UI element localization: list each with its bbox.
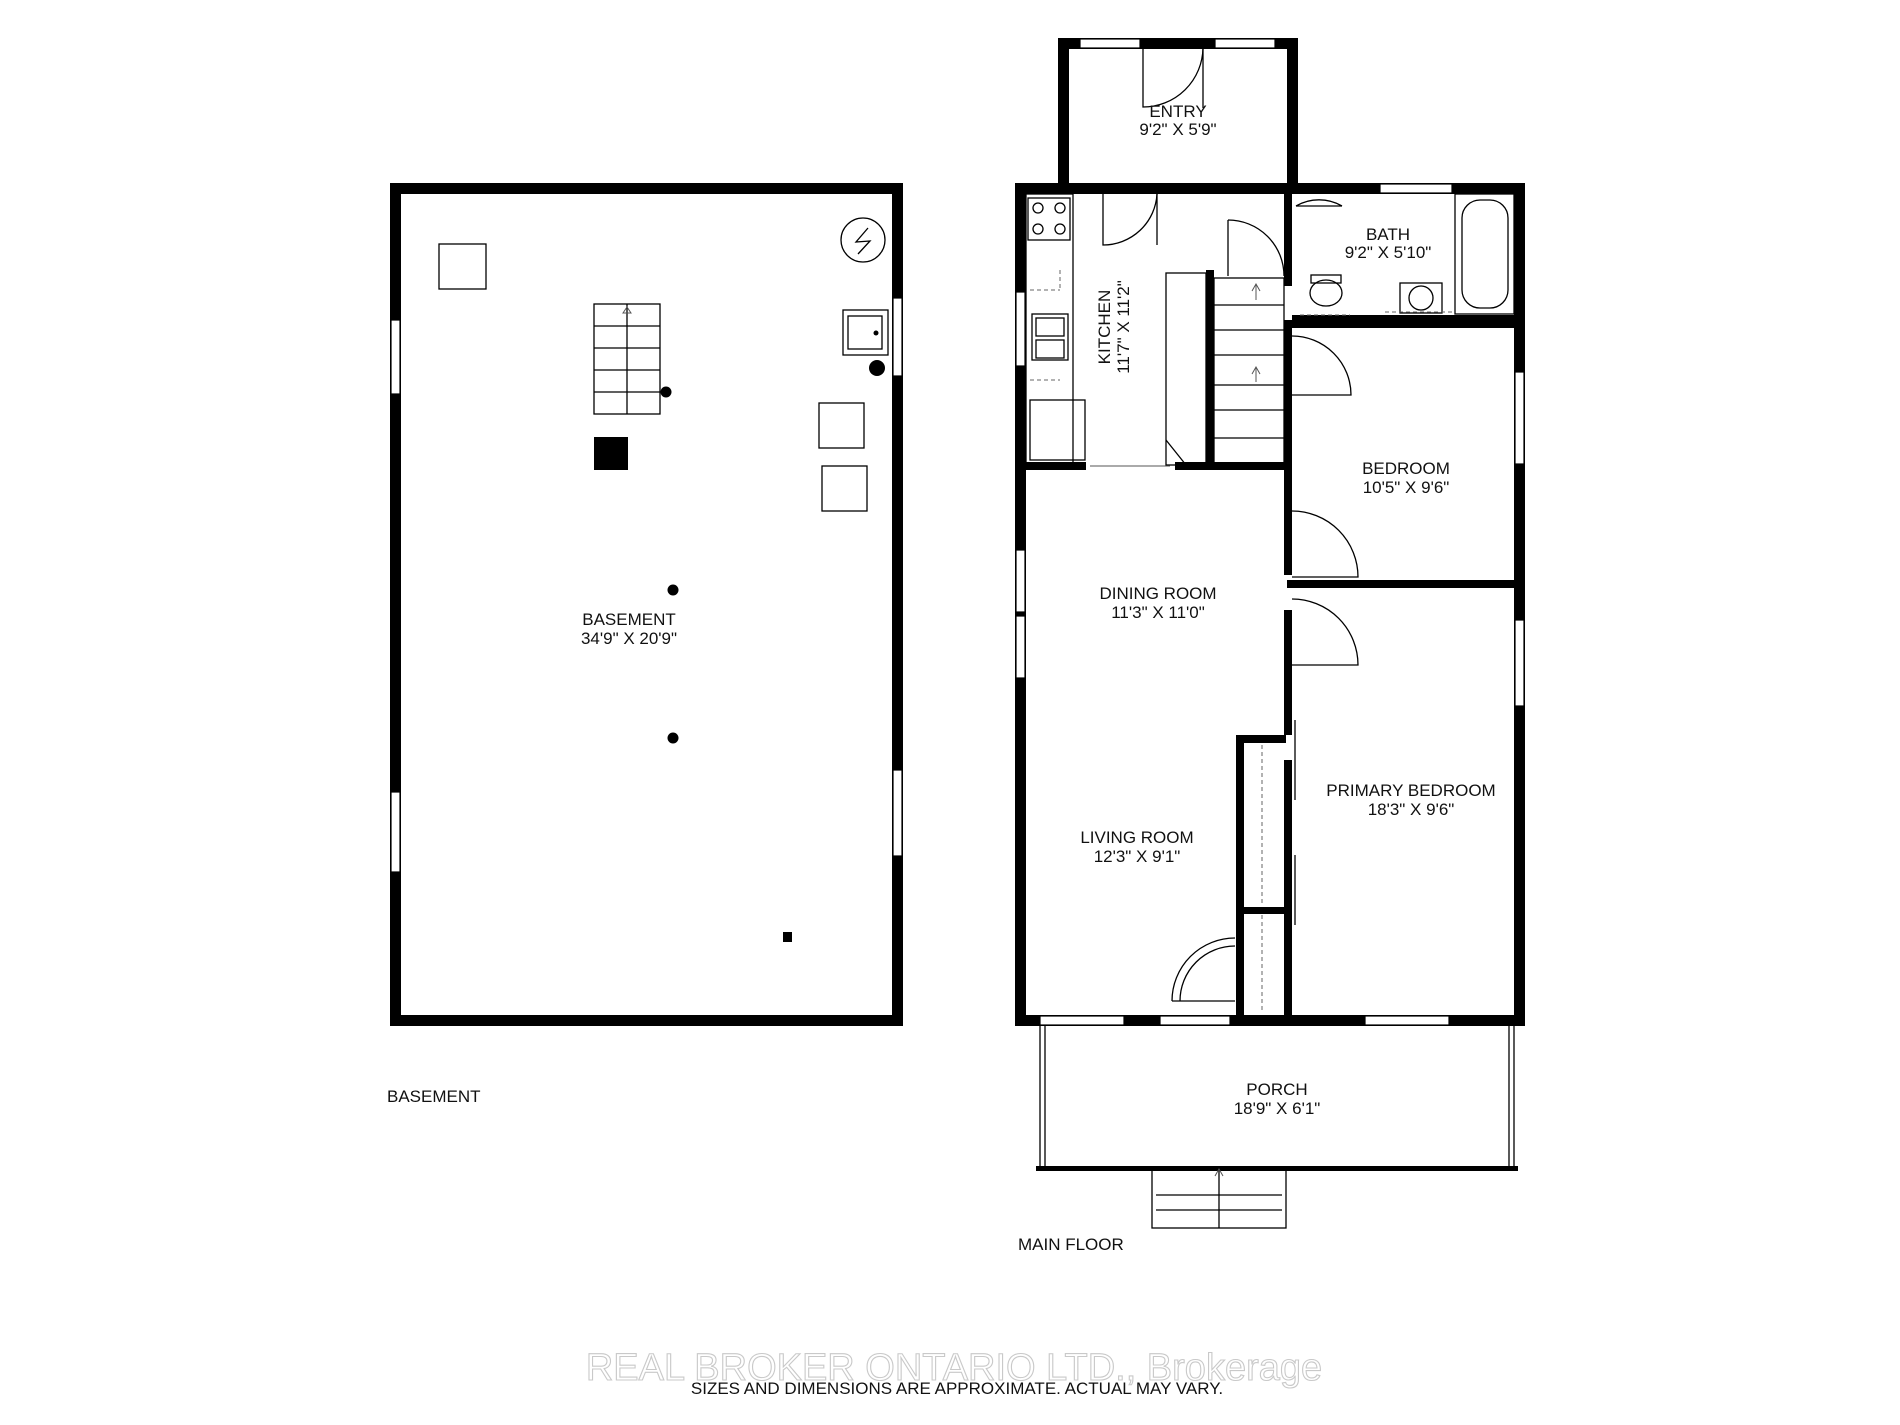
- porch-room-name: PORCH: [1246, 1080, 1307, 1099]
- primary-bedroom-name: PRIMARY BEDROOM: [1326, 781, 1495, 800]
- dimensions-disclaimer: SIZES AND DIMENSIONS ARE APPROXIMATE. AC…: [691, 1379, 1223, 1398]
- basement-room-name: BASEMENT: [582, 610, 676, 629]
- kitchen-fixtures: [1025, 193, 1285, 467]
- basement-stairs: [593, 303, 661, 415]
- basement-plan: BASEMENT 34'9" X 20'9" BASEMENT: [387, 183, 903, 1106]
- entry-room-dims: 9'2" X 5'9": [1139, 120, 1216, 139]
- main-floor-label: MAIN FLOOR: [1018, 1235, 1124, 1254]
- living-room-dims: 12'3" X 9'1": [1094, 847, 1181, 866]
- bedroom-room-name: BEDROOM: [1362, 459, 1450, 478]
- electrical-panel-icon: [840, 217, 886, 263]
- basement-floor-label: BASEMENT: [387, 1087, 481, 1106]
- living-room-name: LIVING ROOM: [1080, 828, 1193, 847]
- main-floor-stairs: [1213, 277, 1285, 465]
- basement-appliance: [818, 402, 865, 449]
- basement-window: [390, 791, 401, 873]
- kitchen-room-dims: 11'7" X 11'2": [1114, 280, 1133, 374]
- basement-room-dims: 34'9" X 20'9": [581, 629, 677, 648]
- bath-room-name: BATH: [1366, 225, 1410, 244]
- basement-window: [892, 769, 903, 857]
- brokerage-watermark: REAL BROKER ONTARIO LTD., Brokerage: [586, 1347, 1322, 1389]
- dining-room-name: DINING ROOM: [1099, 584, 1216, 603]
- basement-post: [783, 932, 792, 942]
- kitchen-room-name: KITCHEN: [1095, 290, 1114, 365]
- porch-outline: [1036, 1026, 1518, 1229]
- basement-appliance: [438, 243, 487, 290]
- bath-fixtures: [1295, 193, 1515, 316]
- main-floor-plan: ENTRY 9'2" X 5'9" KITCHEN 11'7" X 11'2" …: [1015, 38, 1525, 1254]
- basement-window: [390, 319, 401, 395]
- basement-window: [892, 297, 903, 377]
- laundry-sink-icon: [842, 309, 889, 356]
- bath-room-dims: 9'2" X 5'10": [1345, 243, 1432, 262]
- basement-post: [594, 437, 628, 470]
- porch-room-dims: 18'9" X 6'1": [1234, 1099, 1321, 1118]
- bedroom-room-dims: 10'5" X 9'6": [1363, 478, 1450, 497]
- dining-room-dims: 11'3" X 11'0": [1111, 603, 1205, 622]
- entry-room-name: ENTRY: [1149, 102, 1206, 121]
- primary-bedroom-dims: 18'3" X 9'6": [1368, 800, 1455, 819]
- basement-appliance: [821, 465, 868, 512]
